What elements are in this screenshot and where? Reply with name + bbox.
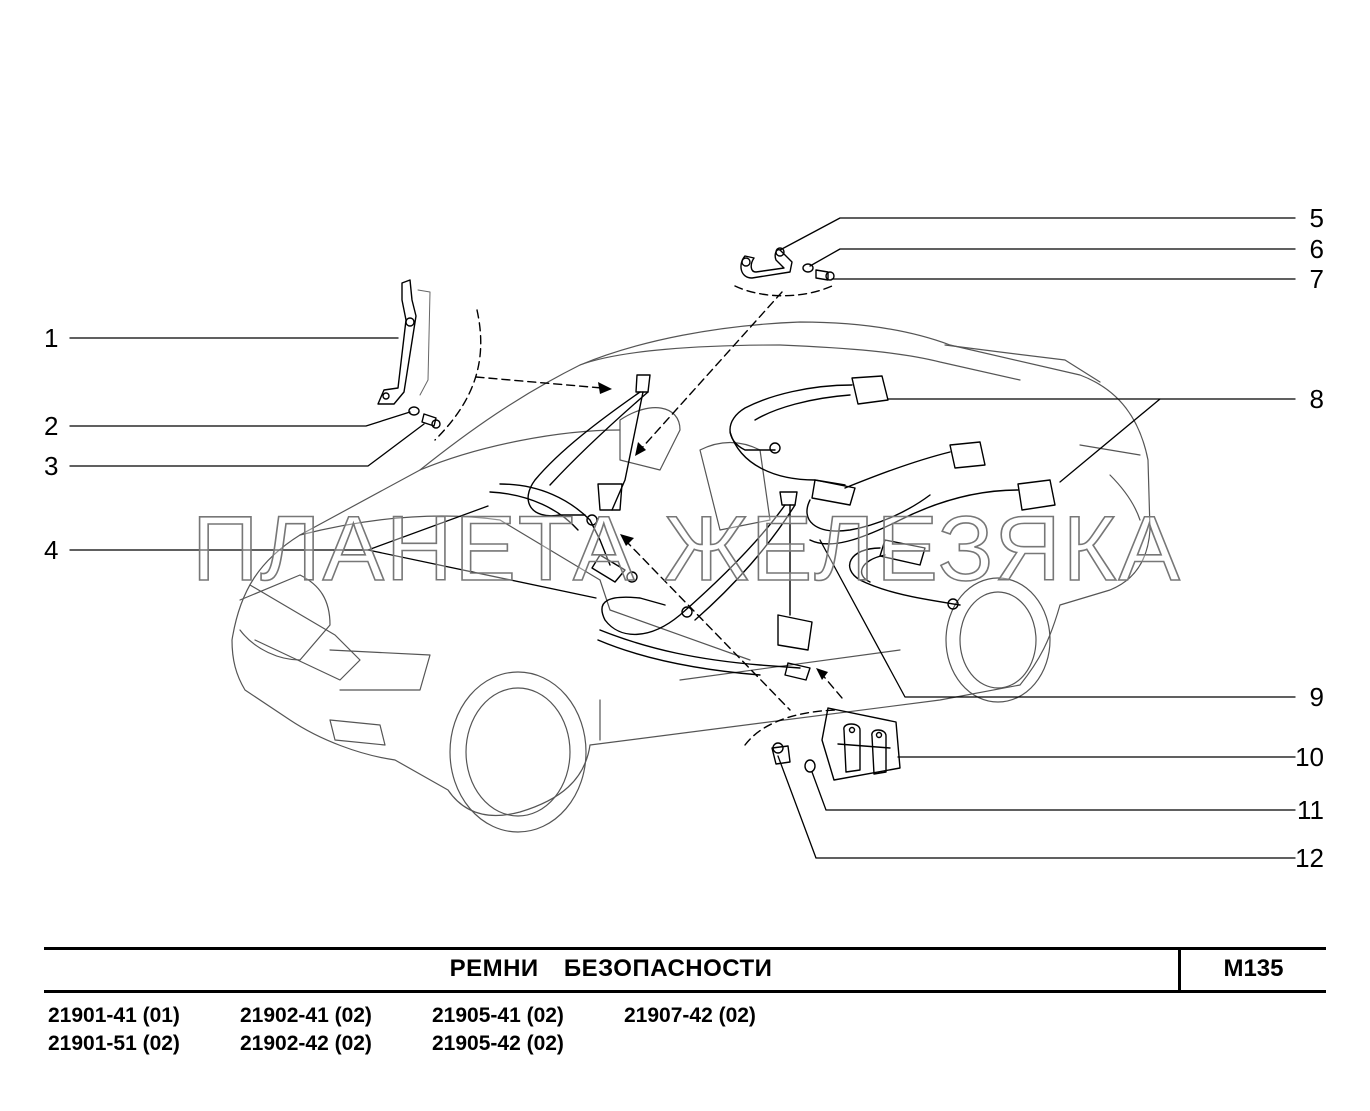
- washer-part-2: [408, 406, 420, 416]
- callout-11: 11: [1297, 795, 1324, 825]
- car-outline: [231, 321, 1151, 833]
- model-code: 21905-42 (02): [432, 1032, 564, 1055]
- seat-belt-diagram: [69, 217, 1296, 859]
- bolt-part-12: [771, 742, 791, 765]
- model-code: 21901-51 (02): [48, 1032, 180, 1055]
- callout-2: 2: [44, 411, 59, 441]
- callout-1: 1: [44, 323, 59, 353]
- bolt-part-3: [421, 413, 441, 429]
- callout-5: 5: [1309, 203, 1324, 233]
- callout-9: 9: [1309, 682, 1324, 712]
- washer-part-6: [802, 263, 814, 273]
- washer-part-11: [804, 759, 816, 773]
- callout-4: 4: [44, 535, 59, 565]
- callout-10: 10: [1295, 742, 1324, 772]
- footer-rule-bottom: [44, 990, 1326, 993]
- upper-bracket-part-1: [377, 279, 431, 405]
- arrow-heads: [598, 382, 828, 680]
- model-code: 21902-41 (02): [240, 1004, 372, 1027]
- callout-8: 8: [1309, 384, 1324, 414]
- assembly-arrows: [434, 291, 843, 711]
- anchor-plate-part-10: [821, 707, 901, 781]
- callout-7: 7: [1309, 264, 1324, 294]
- callout-3: 3: [44, 451, 59, 481]
- model-code: 21907-42 (02): [624, 1004, 756, 1027]
- callout-12: 12: [1295, 843, 1324, 873]
- footer-rule-top: [44, 947, 1326, 950]
- callout-6: 6: [1309, 234, 1324, 264]
- belt-guide-part-5: [740, 247, 793, 279]
- model-code: 21905-41 (02): [432, 1004, 564, 1027]
- model-code: 21901-41 (01): [48, 1004, 180, 1027]
- footer-code: М135: [1223, 955, 1284, 982]
- leader-lines: [69, 217, 1296, 859]
- rear-seat-belt-left: [597, 491, 813, 681]
- footer-title: РЕМНИ БЕЗОПАСНОСТИ: [449, 955, 773, 982]
- front-seat-belt: [489, 374, 651, 583]
- bolt-part-7: [815, 269, 835, 281]
- footer-divider: [1178, 947, 1181, 992]
- rear-seat-belt-right: [729, 375, 1056, 610]
- model-code: 21902-42 (02): [240, 1032, 372, 1055]
